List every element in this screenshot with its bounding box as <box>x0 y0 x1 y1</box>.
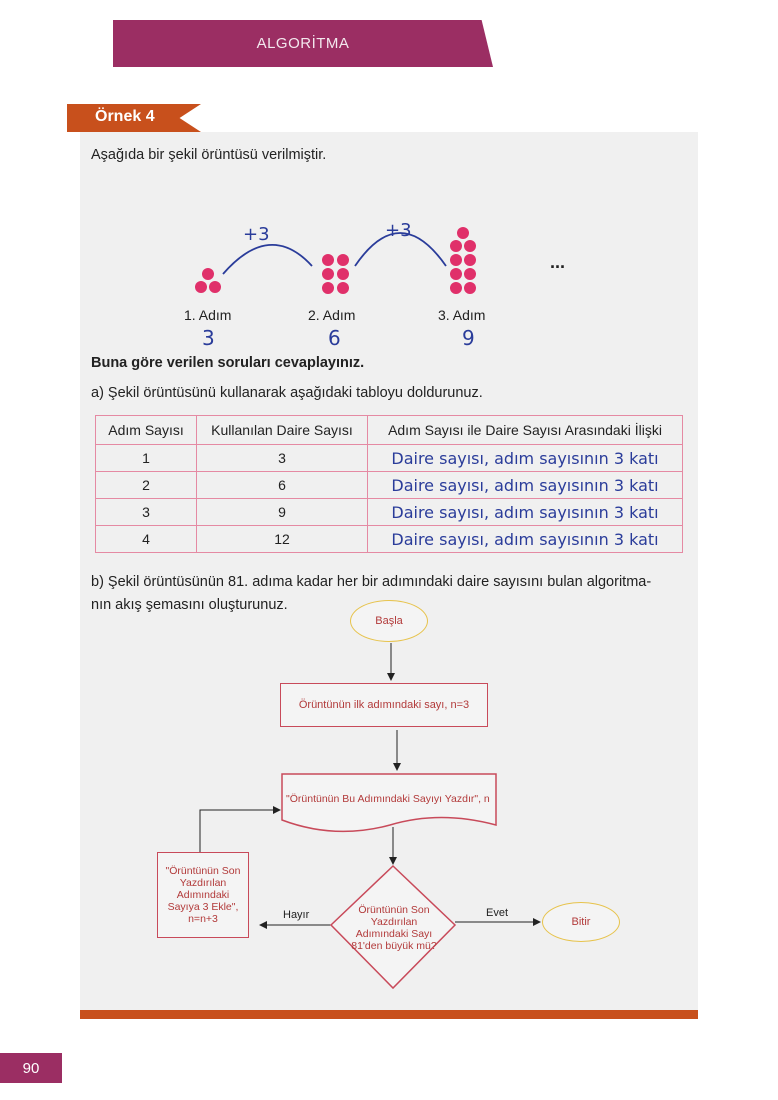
questions-heading: Buna göre verilen soruları cevaplayınız. <box>91 355 365 371</box>
question-b-line2: nın akış şemasını oluşturunuz. <box>91 597 288 613</box>
arc-2 <box>354 232 447 267</box>
step-2-dots <box>322 254 349 294</box>
table-row: 3 9 Daire sayısı, adım sayısının 3 katı <box>95 498 683 526</box>
page-number-box <box>0 1053 62 1083</box>
example-tab <box>67 104 201 132</box>
decision-diamond <box>329 864 457 990</box>
cell-step: 3 <box>95 498 197 526</box>
arc-1-label: +3 <box>243 224 270 245</box>
arc-1 <box>222 243 313 275</box>
increment-box: "Örüntünün Son Yazdırılan Adımındaki Say… <box>157 852 249 938</box>
example-label: Örnek 4 <box>95 108 155 125</box>
relation-table: Adım Sayısı Kullanılan Daire Sayısı Adım… <box>95 415 683 553</box>
header-circle-count: Kullanılan Daire Sayısı <box>196 415 368 445</box>
intro-text: Aşağıda bir şekil örüntüsü verilmiştir. <box>91 147 327 163</box>
step-2-label: 2. Adım <box>308 307 355 323</box>
table-row: 1 3 Daire sayısı, adım sayısının 3 katı <box>95 444 683 472</box>
page-number: 90 <box>22 1059 40 1077</box>
chapter-title: ALGORİTMA <box>256 35 350 52</box>
pattern-figure: +3 +3 ... 1. Adım 2. Adım 3. Adım 3 6 9 <box>184 220 565 350</box>
step-3-label: 3. Adım <box>438 307 485 323</box>
card-bottom-bar <box>80 1010 698 1019</box>
step-2-count: 6 <box>328 326 341 350</box>
step-1-label: 1. Adım <box>184 307 231 323</box>
end-oval: Bitir <box>542 902 620 942</box>
no-label: Hayır <box>283 909 310 921</box>
question-a: a) Şekil örüntüsünü kullanarak aşağıdaki… <box>91 385 483 401</box>
output-box-shape <box>281 773 497 833</box>
header-band <box>113 20 493 67</box>
cell-step: 1 <box>95 444 197 472</box>
arc-2-label: +3 <box>385 220 412 241</box>
table-header-row: Adım Sayısı Kullanılan Daire Sayısı Adım… <box>95 415 683 445</box>
cell-relation: Daire sayısı, adım sayısının 3 katı <box>367 498 683 526</box>
cell-count: 12 <box>196 525 368 553</box>
step-1-dots <box>195 268 221 293</box>
table-row: 2 6 Daire sayısı, adım sayısının 3 katı <box>95 471 683 499</box>
step-3-count: 9 <box>462 326 475 350</box>
init-box: Örüntünün ilk adımındaki sayı, n=3 <box>280 683 488 727</box>
cell-relation: Daire sayısı, adım sayısının 3 katı <box>367 525 683 553</box>
ellipsis: ... <box>550 252 565 272</box>
header-relation: Adım Sayısı ile Daire Sayısı Arasındaki … <box>367 415 683 445</box>
start-oval: Başla <box>350 600 428 642</box>
cell-step: 2 <box>95 471 197 499</box>
cell-step: 4 <box>95 525 197 553</box>
step-3-dots <box>450 227 476 294</box>
step-1-count: 3 <box>202 326 215 350</box>
table-row: 4 12 Daire sayısı, adım sayısının 3 katı <box>95 525 683 553</box>
yes-label: Evet <box>486 907 509 919</box>
decision-text: Örüntünün Son Yazdırılan Adımındaki Sayı… <box>351 904 437 952</box>
question-b-line1: b) Şekil örüntüsünün 81. adıma kadar her… <box>91 574 652 590</box>
output-box-text: "Örüntünün Bu Adımındaki Sayıyı Yazdır",… <box>286 793 490 805</box>
